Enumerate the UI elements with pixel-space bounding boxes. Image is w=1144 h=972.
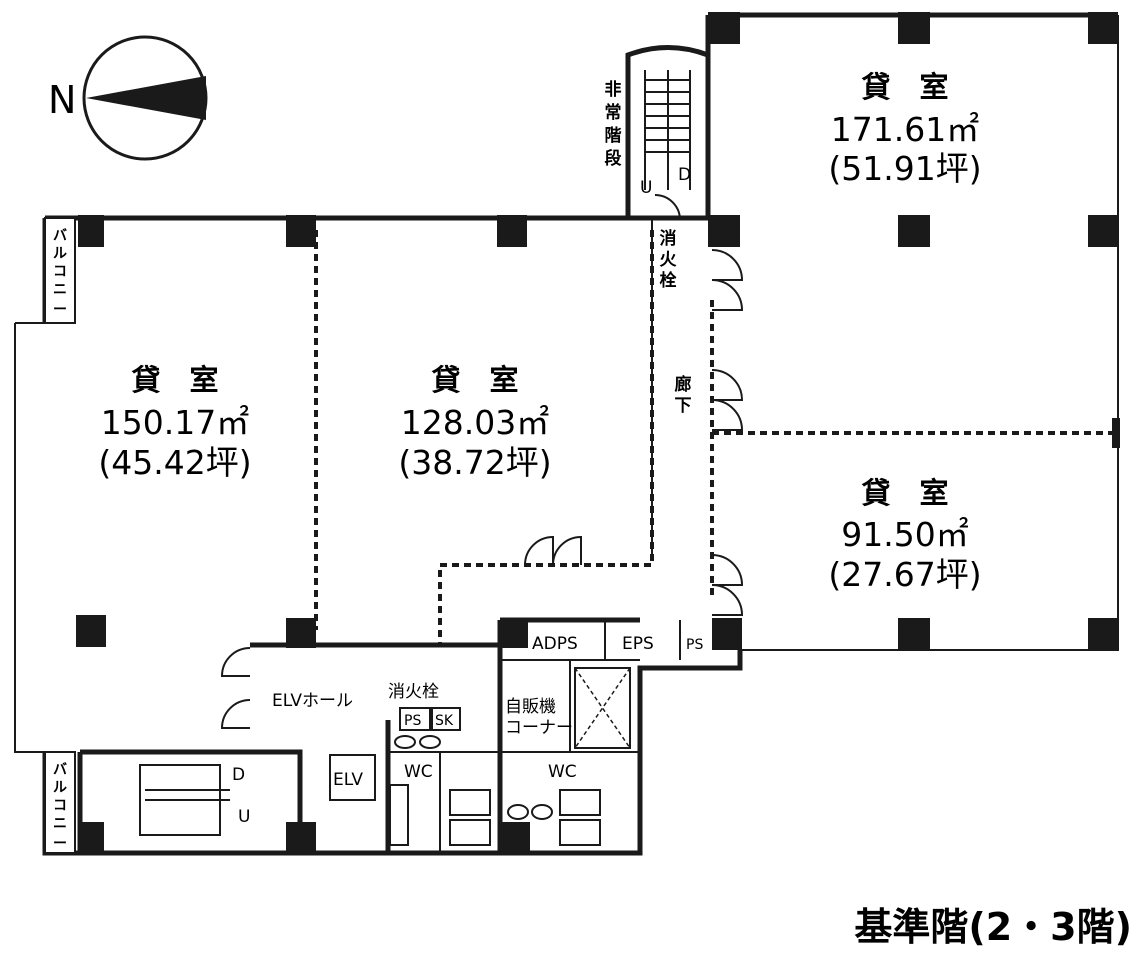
structural-columns	[76, 12, 1120, 854]
room-label-128: 貸 室 128.03㎡ (38.72坪)	[398, 363, 551, 482]
label-char: 下	[675, 396, 692, 416]
room-area-tsubo: (45.42坪)	[98, 443, 251, 482]
stair-down-label: D	[678, 165, 691, 185]
column	[286, 215, 316, 247]
room-area-m2: 91.50㎡	[841, 515, 968, 554]
elevator-box	[329, 754, 376, 801]
vending-label-2: コーナー	[505, 718, 573, 738]
label-char: ニ	[53, 816, 67, 832]
label-char: 常	[605, 102, 622, 123]
north-arrow-icon	[86, 76, 206, 120]
column	[286, 822, 316, 854]
tenant-dividers	[314, 230, 1114, 647]
ps-label: PS	[404, 713, 421, 729]
room-title: 貸 室	[131, 363, 218, 397]
label-char: ー	[53, 836, 67, 852]
room-label-150: 貸 室 150.17㎡ (45.42坪)	[98, 363, 251, 482]
door-swings	[220, 194, 744, 729]
door-swing	[552, 535, 582, 566]
room-title: 貸 室	[861, 476, 948, 510]
label-char: 廊	[675, 374, 692, 395]
column	[78, 822, 104, 854]
label-char: コ	[53, 264, 67, 280]
door-swing	[711, 584, 744, 616]
label-char: ニ	[53, 282, 67, 298]
column	[708, 215, 740, 247]
emergency-stair: U D	[640, 70, 691, 198]
column	[76, 615, 106, 647]
column	[500, 822, 530, 854]
emergency-stair-label: 非 常 階 段	[605, 79, 622, 169]
column	[898, 215, 930, 247]
column	[712, 618, 742, 650]
label-char: 階	[605, 126, 622, 146]
label-char: 段	[605, 148, 622, 169]
column	[898, 12, 930, 44]
door-swing	[220, 699, 251, 729]
vending-label-1: 自販機	[505, 697, 556, 717]
wc-left-label: WC	[404, 762, 433, 782]
door-swing	[711, 249, 744, 281]
room-area-tsubo: (38.72坪)	[398, 443, 551, 482]
label-char: バ	[53, 762, 67, 778]
stair-up-label: U	[640, 178, 652, 198]
ps-small-label: PS	[686, 637, 703, 653]
eps-label: EPS	[622, 634, 654, 654]
label-char: 栓	[660, 270, 677, 291]
label-char: コ	[53, 798, 67, 814]
door-swing	[711, 399, 744, 431]
room-label-171: 貸 室 171.61㎡ (51.91坪)	[828, 70, 981, 188]
door-swing	[711, 279, 744, 311]
elv-label: ELV	[333, 770, 363, 790]
floor-title: 基準階(2・3階)	[854, 905, 1132, 949]
elv-hall-label: ELVホール	[272, 691, 353, 711]
room-area-m2: 150.17㎡	[101, 403, 249, 442]
door-swing	[654, 194, 681, 221]
balcony-top: バ ル コ ニ ー	[44, 217, 76, 324]
label-char: ル	[53, 780, 67, 796]
label-char: ル	[53, 246, 67, 262]
column	[898, 618, 930, 650]
vending-shaft	[574, 667, 631, 749]
wc-fixtures	[389, 735, 601, 846]
room-area-m2: 128.03㎡	[401, 403, 549, 442]
column	[708, 12, 740, 44]
room-title: 貸 室	[431, 363, 518, 397]
north-indicator: N	[48, 35, 208, 161]
door-swing	[711, 554, 744, 586]
corridor-label: 廊 下	[675, 374, 692, 416]
label-char: バ	[53, 228, 67, 244]
column	[1088, 618, 1118, 650]
wc-right-label: WC	[548, 762, 577, 782]
room-label-91: 貸 室 91.50㎡ (27.67坪)	[828, 476, 981, 594]
door-swing	[524, 535, 554, 566]
column	[1088, 215, 1118, 247]
north-label: N	[48, 78, 76, 122]
door-swing	[711, 369, 744, 401]
hydrant-top-label: 消 火 栓	[660, 228, 678, 291]
balcony-bottom: バ ル コ ニ ー	[44, 751, 76, 854]
hydrant-label: 消火栓	[388, 682, 439, 702]
column	[500, 620, 528, 648]
column	[286, 618, 316, 648]
room-title: 貸 室	[861, 70, 948, 104]
column	[78, 215, 104, 247]
sk-label: SK	[435, 713, 454, 729]
label-char: 非	[605, 79, 622, 100]
door-swing	[220, 647, 251, 677]
room-area-m2: 171.61㎡	[831, 110, 979, 149]
lower-stair: D U	[139, 764, 250, 836]
adps-label: ADPS	[532, 634, 578, 654]
label-char: 火	[660, 250, 678, 270]
column	[497, 215, 527, 247]
lower-stair-down-label: D	[232, 765, 245, 785]
column	[1088, 12, 1118, 44]
column	[1112, 418, 1120, 448]
room-area-tsubo: (51.91坪)	[828, 149, 981, 188]
label-char: ー	[53, 302, 67, 318]
room-area-tsubo: (27.67坪)	[828, 555, 981, 594]
label-char: 消	[660, 228, 677, 249]
lower-stair-up-label: U	[238, 807, 250, 827]
